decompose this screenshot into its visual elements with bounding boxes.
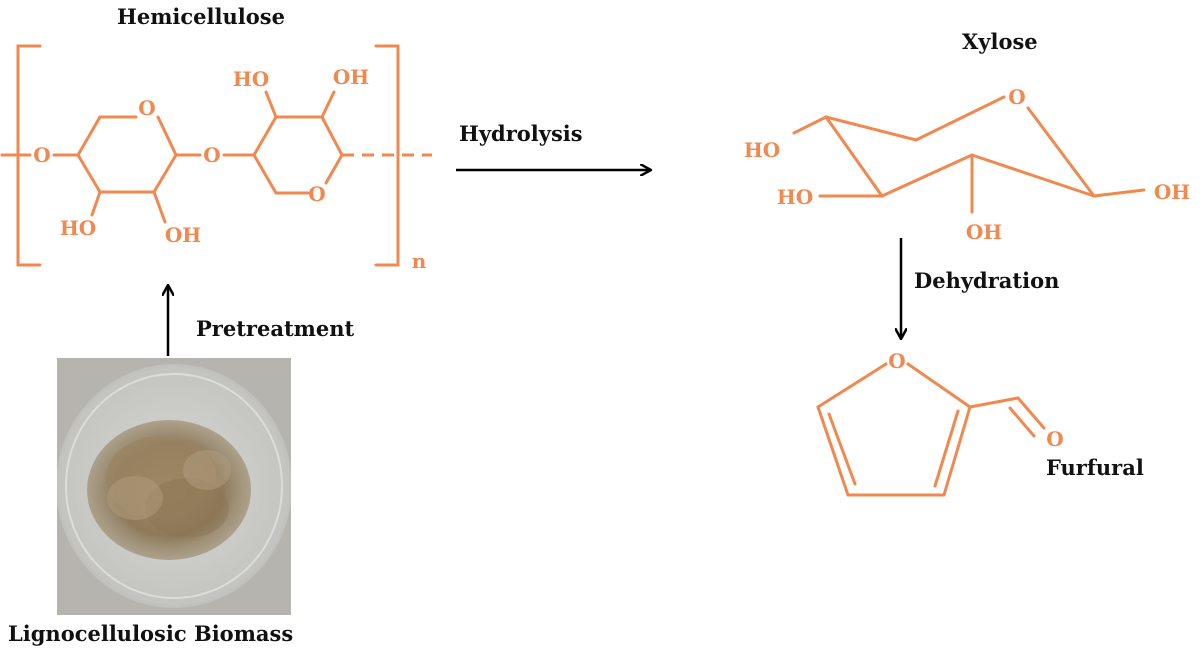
hemi-o-bridge: O xyxy=(203,143,220,167)
pretreatment-label: Pretreatment xyxy=(196,316,355,341)
hemi-o-ring1: O xyxy=(138,96,155,120)
xylose-ho-top: HO xyxy=(744,138,780,162)
hemi-o-ring2: O xyxy=(308,182,325,206)
hemicellulose-structure: O O O O HO OH HO OH n xyxy=(0,44,432,273)
xylose-oh-bottom: OH xyxy=(966,220,1002,244)
hemi-ho-ring2: HO xyxy=(233,67,269,91)
xylose-o-ring: O xyxy=(1008,85,1025,109)
furfural-o-ring: O xyxy=(888,349,905,373)
hemi-repeat-n: n xyxy=(412,249,427,273)
furfural-structure: O O xyxy=(816,349,1064,497)
hemi-ho-ring1: HO xyxy=(60,216,96,240)
furfural-o-carbonyl: O xyxy=(1046,427,1063,451)
biomass-photo xyxy=(57,358,291,615)
hydrolysis-label: Hydrolysis xyxy=(459,121,583,146)
biomass-dish-image xyxy=(57,358,291,615)
xylose-oh-right: OH xyxy=(1154,180,1190,204)
hemi-oh-ring2: OH xyxy=(333,65,369,89)
right-bracket xyxy=(374,44,400,267)
biomass-label: Lignocellulosic Biomass xyxy=(8,621,294,646)
hemi-oh-ring1: OH xyxy=(165,223,201,247)
dehydration-label: Dehydration xyxy=(914,268,1060,293)
hemicellulose-label: Hemicellulose xyxy=(117,4,285,29)
hemi-o-left: O xyxy=(33,143,50,167)
furfural-label: Furfural xyxy=(1046,455,1144,480)
xylose-ho-mid: HO xyxy=(777,185,813,209)
xylose-label: Xylose xyxy=(962,29,1038,54)
xylose-structure: O HO HO OH OH xyxy=(744,85,1190,244)
